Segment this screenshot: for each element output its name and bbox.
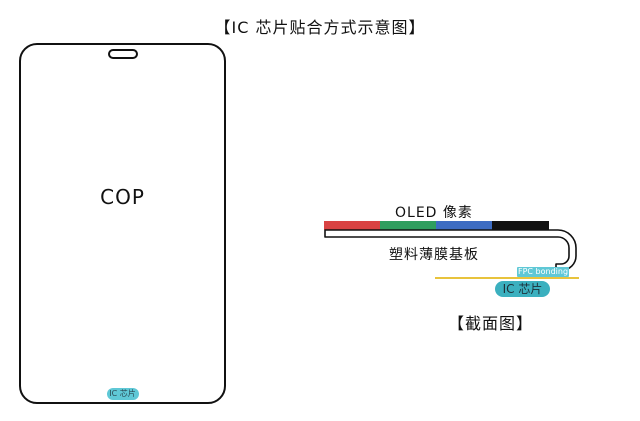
pixel-black-segment [492, 221, 549, 230]
pixel-blue-segment [436, 221, 492, 230]
phone-notch [107, 49, 138, 59]
plastic-substrate-label: 塑料薄膜基板 [389, 247, 479, 263]
cop-label: COP [100, 185, 145, 209]
bonding-line [435, 277, 579, 279]
phone-ic-chip-badge: IC 芯片 [106, 388, 139, 400]
phone-outline: COP IC 芯片 [19, 43, 226, 404]
diagram-title: 【IC 芯片贴合方式示意图】 [214, 18, 426, 37]
cross-section-caption: 【截面图】 [448, 314, 534, 333]
pixel-red-segment [324, 221, 380, 230]
fpc-bonding-badge: FPC bonding [517, 267, 569, 277]
cross-section-ic-chip-badge: IC 芯片 [495, 281, 550, 297]
oled-pixel-label: OLED 像素 [395, 205, 473, 221]
pixel-green-segment [380, 221, 436, 230]
